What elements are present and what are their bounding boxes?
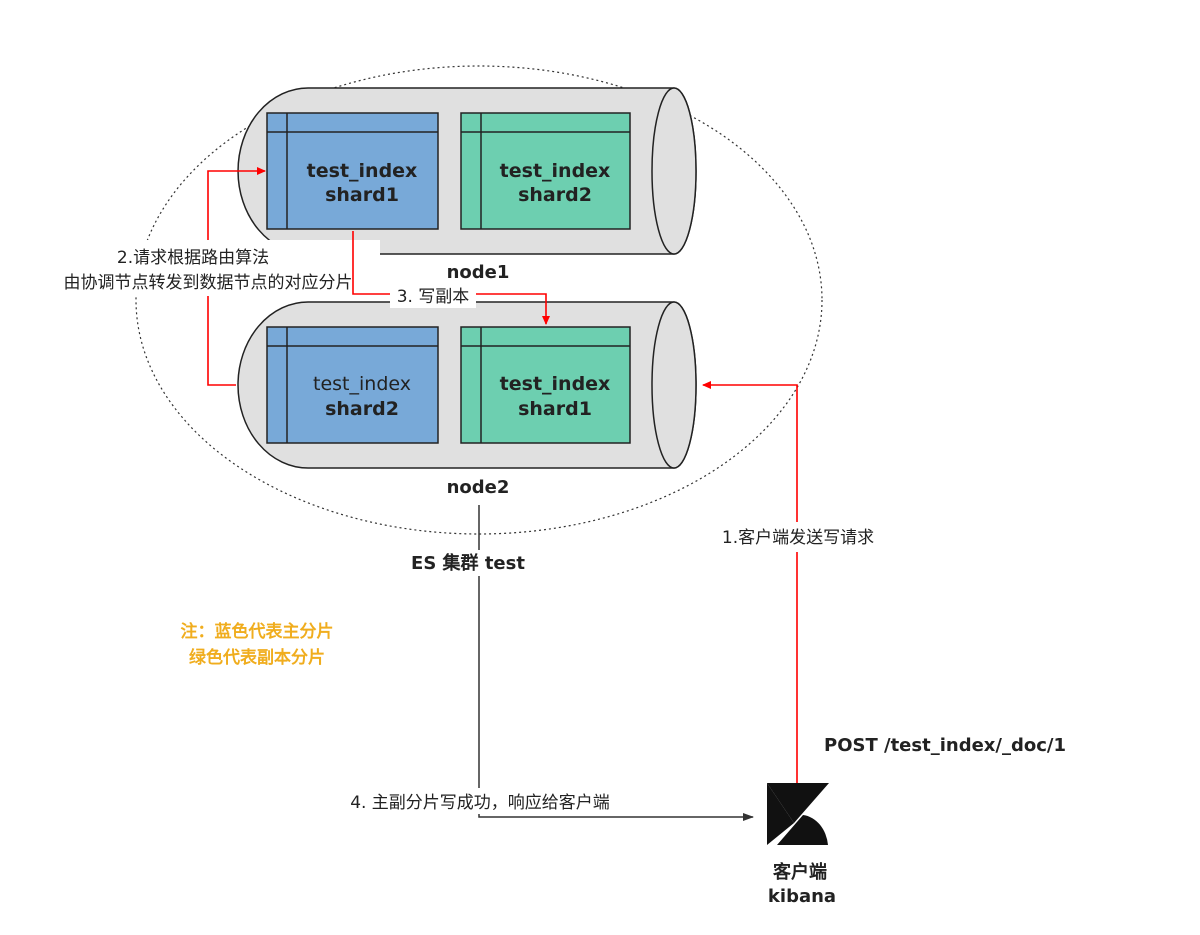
shard-index-name: test_index bbox=[307, 160, 418, 182]
legend-note-line1: 注：蓝色代表主分片 bbox=[181, 621, 334, 642]
kibana-icon bbox=[767, 783, 829, 845]
legend-note-line2: 绿色代表副本分片 bbox=[189, 647, 325, 668]
cluster-boundary bbox=[135, 65, 823, 535]
step1-label-bg bbox=[705, 522, 895, 552]
node2-shard-primary: test_index shard2 bbox=[266, 326, 439, 444]
step2-label-line1: 2.请求根据路由算法 bbox=[117, 248, 269, 268]
step1-label: 1.客户端发送写请求 bbox=[722, 528, 874, 548]
node1-shard-primary: test_index shard1 bbox=[266, 112, 439, 230]
request-text: POST /test_index/_doc/1 bbox=[824, 735, 1066, 756]
shard-index-name: test_index bbox=[313, 373, 411, 395]
step3-label: 3. 写副本 bbox=[397, 287, 470, 307]
node2-label: node2 bbox=[447, 477, 510, 498]
client-label: 客户端 bbox=[773, 861, 827, 883]
cluster-label: ES 集群 test bbox=[411, 552, 525, 574]
step4-arrow bbox=[478, 505, 754, 821]
step4-label: 4. 主副分片写成功，响应给客户端 bbox=[350, 793, 610, 813]
step1-arrow bbox=[702, 381, 798, 783]
client-name: kibana bbox=[768, 886, 836, 907]
node1-label: node1 bbox=[447, 262, 510, 283]
step3-label-bg bbox=[390, 284, 476, 308]
shard-name: shard1 bbox=[325, 184, 399, 206]
step2-label-line2: 由协调节点转发到数据节点的对应分片 bbox=[64, 273, 353, 293]
step4-label-bg bbox=[325, 788, 645, 814]
node2-shard-replica: test_index shard1 bbox=[460, 326, 631, 444]
shard-name: shard1 bbox=[518, 398, 592, 420]
node1-shard-replica: test_index shard2 bbox=[460, 112, 631, 230]
step2-label-bg bbox=[30, 240, 380, 296]
shard-name: shard2 bbox=[325, 398, 399, 420]
cluster-label-bg bbox=[405, 550, 530, 576]
shard-index-name: test_index bbox=[500, 373, 611, 395]
shard-name: shard2 bbox=[518, 184, 592, 206]
shard-index-name: test_index bbox=[500, 160, 611, 182]
